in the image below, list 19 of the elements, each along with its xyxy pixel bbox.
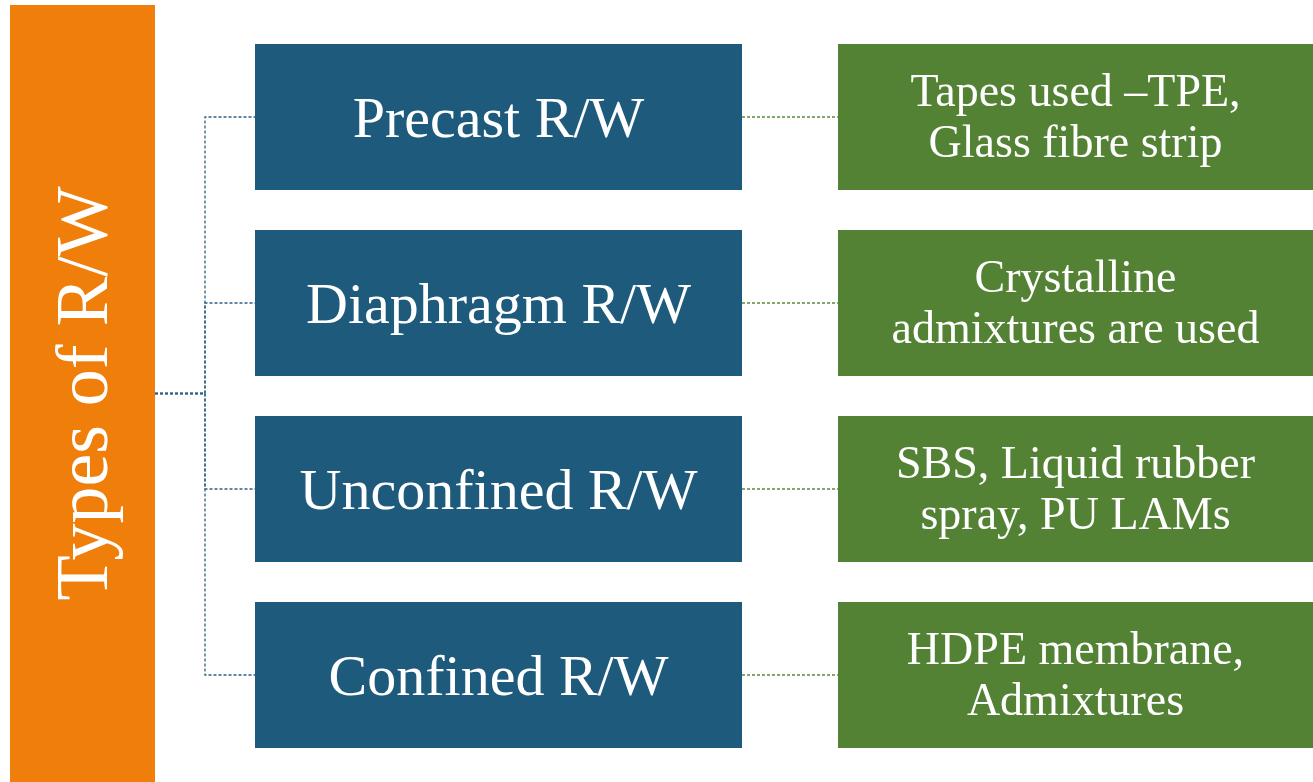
type-box bbox=[255, 602, 742, 748]
box-label: HDPE membrane, Admixtures bbox=[905, 624, 1246, 726]
material-box bbox=[838, 44, 1313, 190]
type-box bbox=[255, 230, 742, 376]
category-bar bbox=[10, 5, 155, 782]
connector-line bbox=[154, 392, 256, 676]
box-label: Confined R/W bbox=[328, 641, 669, 709]
box-label: Unconfined R/W bbox=[299, 455, 698, 523]
heading-text: Types of R/W bbox=[40, 186, 124, 601]
box-label: Tapes used –TPE, Glass fibre strip bbox=[909, 66, 1242, 168]
type-box bbox=[255, 44, 742, 190]
material-box bbox=[838, 602, 1313, 748]
box-label: Crystalline admixtures are used bbox=[890, 252, 1261, 354]
box-label: Diaphragm R/W bbox=[306, 269, 691, 337]
type-box bbox=[255, 416, 742, 562]
material-box bbox=[838, 230, 1313, 376]
box-label: Precast R/W bbox=[352, 83, 645, 151]
box-label: SBS, Liquid rubber spray, PU LAMs bbox=[894, 438, 1257, 540]
material-box bbox=[838, 416, 1313, 562]
